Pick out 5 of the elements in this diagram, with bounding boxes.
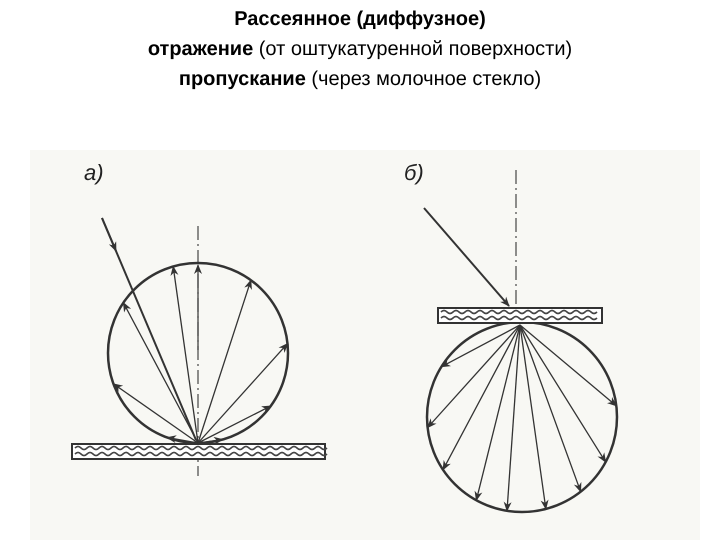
panel-label: а) (84, 160, 104, 185)
subtitle-line: пропускание (через молочное стекло) (178, 68, 542, 91)
subtitle-line: отражение (от оштукатуренной поверхности) (148, 38, 572, 61)
title: Рассеянное (диффузное) (234, 8, 486, 31)
panel-label: б) (404, 160, 424, 185)
